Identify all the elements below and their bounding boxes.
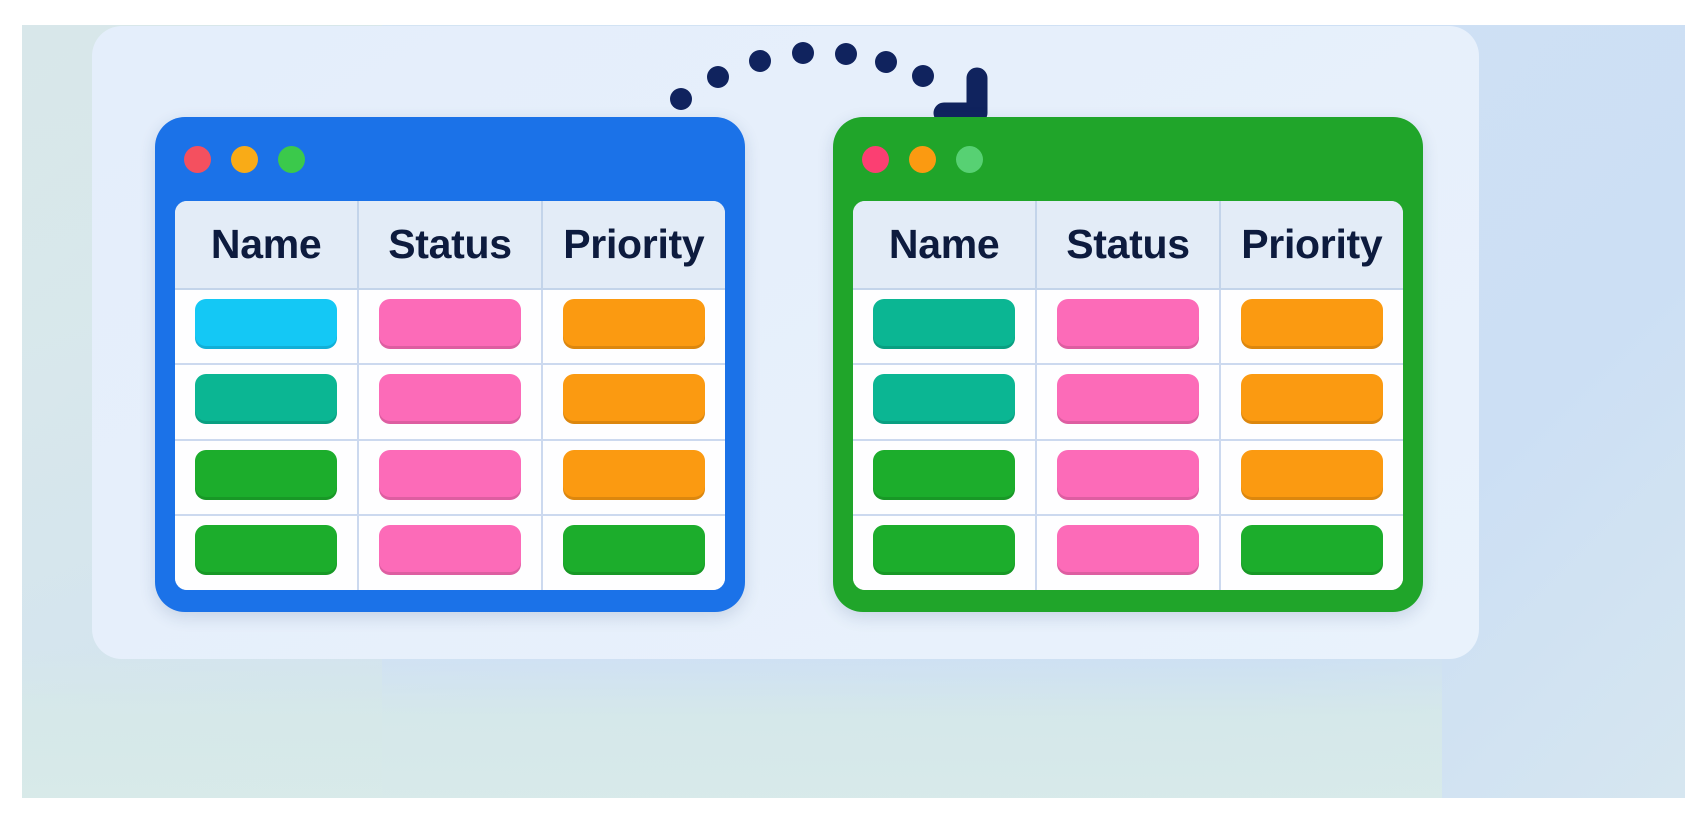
close-dot[interactable]: [184, 145, 211, 173]
column-header-name[interactable]: Name: [853, 201, 1038, 290]
table-row[interactable]: [853, 289, 1403, 366]
table-cell[interactable]: [853, 289, 1038, 366]
table-cell[interactable]: [358, 289, 543, 366]
table-cell[interactable]: [1219, 514, 1403, 590]
table-row[interactable]: [175, 364, 725, 441]
table-row[interactable]: [175, 514, 725, 590]
cell-pill[interactable]: [379, 525, 521, 576]
table-row[interactable]: [853, 439, 1403, 516]
source-table-panel: Name Status Priority: [175, 201, 725, 590]
column-header-status[interactable]: Status: [1036, 201, 1221, 290]
table-cell[interactable]: [541, 289, 725, 366]
cell-pill[interactable]: [195, 525, 338, 576]
cell-pill[interactable]: [195, 449, 338, 500]
cell-pill[interactable]: [195, 299, 338, 350]
source-window-titlebar: [155, 117, 745, 201]
cell-pill[interactable]: [1057, 449, 1199, 500]
maximize-dot[interactable]: [956, 145, 983, 173]
target-table: Name Status Priority: [853, 201, 1403, 590]
table-cell[interactable]: [541, 439, 725, 516]
cell-pill[interactable]: [1057, 374, 1199, 425]
cell-pill[interactable]: [1240, 374, 1383, 425]
table-cell[interactable]: [358, 514, 543, 590]
table-cell[interactable]: [853, 439, 1038, 516]
cell-pill[interactable]: [379, 299, 521, 350]
table-row[interactable]: [853, 364, 1403, 441]
table-row[interactable]: [175, 439, 725, 516]
table-header-row: Name Status Priority: [853, 201, 1403, 290]
column-header-priority[interactable]: Priority: [541, 201, 725, 290]
table-cell[interactable]: [853, 364, 1038, 441]
source-table-body: [175, 289, 725, 590]
background-wash-bottom: [22, 650, 1442, 798]
table-cell[interactable]: [358, 364, 543, 441]
table-cell[interactable]: [175, 439, 360, 516]
cell-pill[interactable]: [1057, 299, 1199, 350]
table-row[interactable]: [175, 289, 725, 366]
table-cell[interactable]: [175, 364, 360, 441]
table-cell[interactable]: [853, 514, 1038, 590]
table-cell[interactable]: [1036, 364, 1221, 441]
table-cell[interactable]: [358, 439, 543, 516]
cell-pill[interactable]: [1240, 299, 1383, 350]
source-table: Name Status Priority: [175, 201, 725, 590]
cell-pill[interactable]: [195, 374, 338, 425]
table-header-row: Name Status Priority: [175, 201, 725, 290]
table-cell[interactable]: [1219, 364, 1403, 441]
cell-pill[interactable]: [873, 449, 1016, 500]
close-dot[interactable]: [862, 145, 889, 173]
cell-pill[interactable]: [379, 374, 521, 425]
maximize-dot[interactable]: [278, 145, 305, 173]
table-cell[interactable]: [1036, 439, 1221, 516]
cell-pill[interactable]: [873, 374, 1016, 425]
cell-pill[interactable]: [1240, 449, 1383, 500]
cell-pill[interactable]: [873, 299, 1016, 350]
table-cell[interactable]: [1036, 514, 1221, 590]
cell-pill[interactable]: [562, 374, 705, 425]
target-table-window[interactable]: Name Status Priority: [833, 117, 1423, 612]
cell-pill[interactable]: [873, 525, 1016, 576]
source-table-window[interactable]: Name Status Priority: [155, 117, 745, 612]
table-cell[interactable]: [1036, 289, 1221, 366]
cell-pill[interactable]: [562, 299, 705, 350]
cell-pill[interactable]: [1057, 525, 1199, 576]
table-cell[interactable]: [541, 364, 725, 441]
table-cell[interactable]: [1219, 439, 1403, 516]
cell-pill[interactable]: [1240, 525, 1383, 576]
target-window-titlebar: [833, 117, 1423, 201]
cell-pill[interactable]: [562, 525, 705, 576]
cell-pill[interactable]: [562, 449, 705, 500]
minimize-dot[interactable]: [909, 145, 936, 173]
column-header-priority[interactable]: Priority: [1219, 201, 1403, 290]
column-header-status[interactable]: Status: [358, 201, 543, 290]
table-cell[interactable]: [175, 514, 360, 590]
cell-pill[interactable]: [379, 449, 521, 500]
table-row[interactable]: [853, 514, 1403, 590]
minimize-dot[interactable]: [231, 145, 258, 173]
target-table-body: [853, 289, 1403, 590]
target-table-panel: Name Status Priority: [853, 201, 1403, 590]
table-cell[interactable]: [541, 514, 725, 590]
column-header-name[interactable]: Name: [175, 201, 360, 290]
table-cell[interactable]: [1219, 289, 1403, 366]
table-cell[interactable]: [175, 289, 360, 366]
